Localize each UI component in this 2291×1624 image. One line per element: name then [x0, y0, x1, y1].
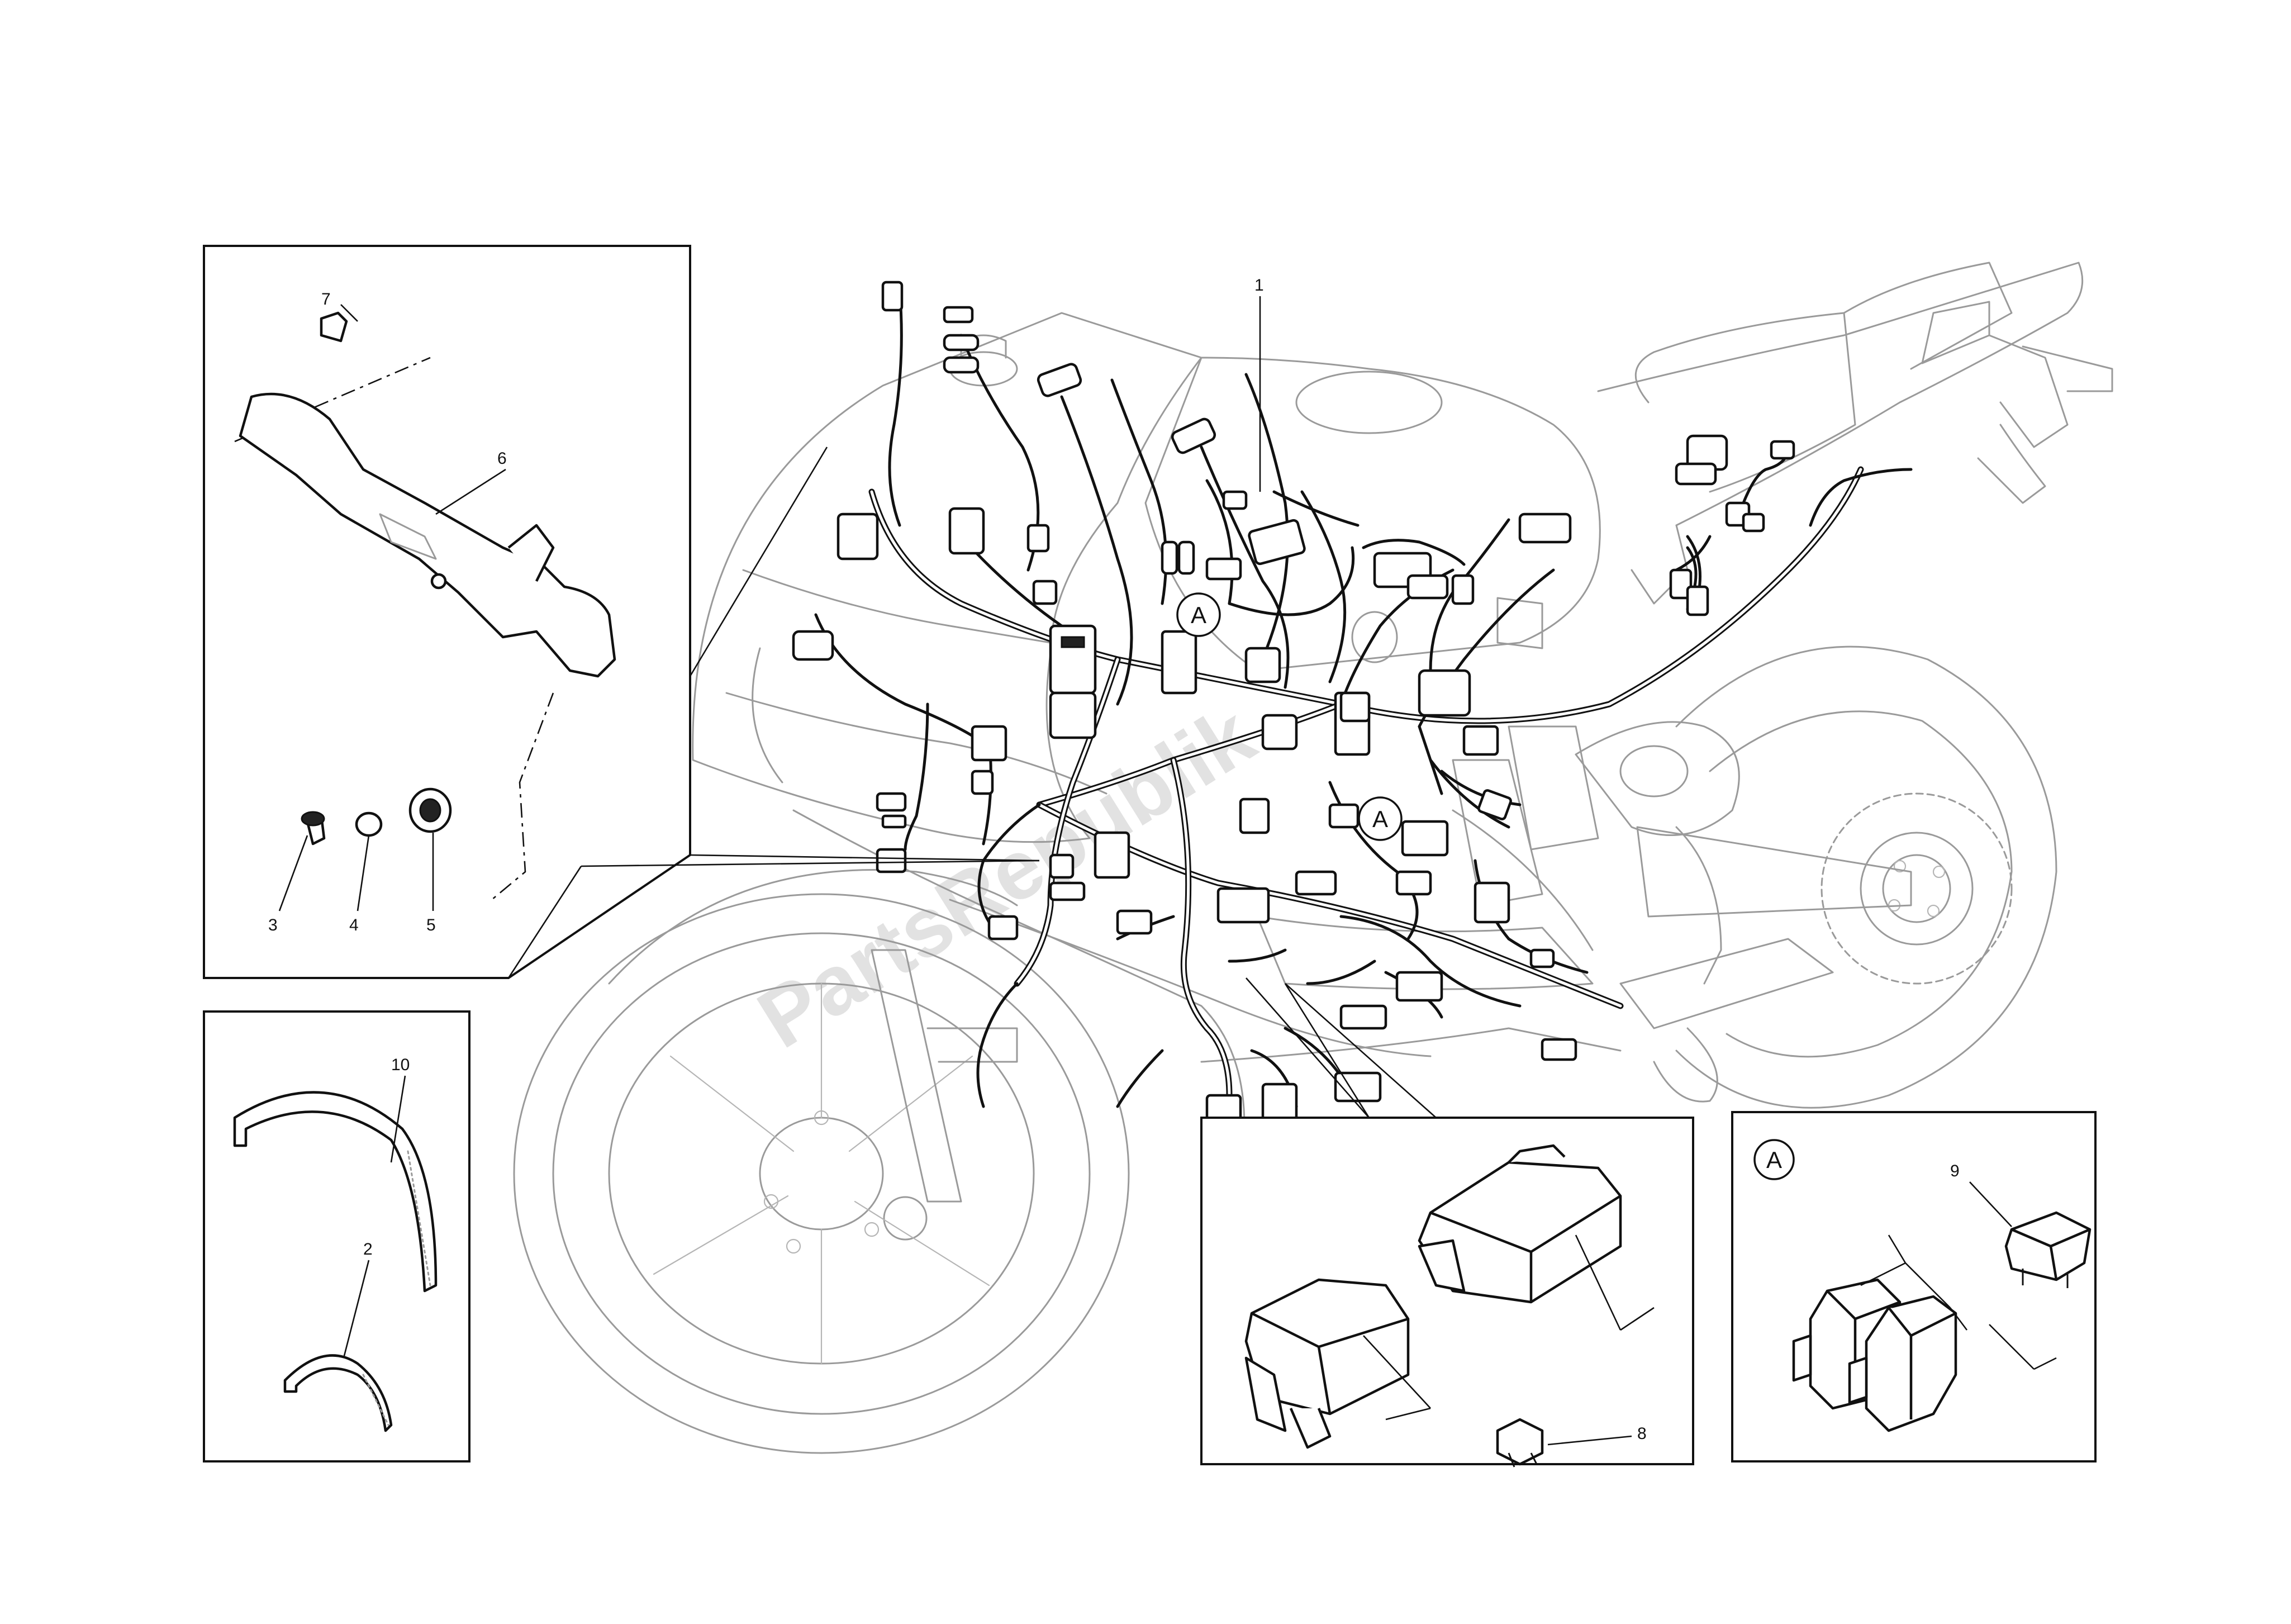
cable-tie-small — [283, 1354, 393, 1432]
washer-part — [355, 811, 383, 837]
reference-marker-a-lower: A — [1358, 796, 1403, 841]
svg-text:10: 10 — [391, 1056, 410, 1074]
svg-text:9: 9 — [1950, 1162, 1960, 1180]
cable-tie-large — [233, 1091, 438, 1293]
svg-text:2: 2 — [363, 1240, 373, 1259]
svg-text:5: 5 — [426, 916, 436, 934]
relay-reference-marker: A — [1766, 1147, 1782, 1173]
rear-wheel — [1675, 645, 2057, 1109]
front-wheel — [513, 893, 1130, 1454]
svg-text:A: A — [1191, 602, 1206, 628]
wiring-harness — [792, 281, 1913, 1142]
fuse-part — [1496, 1418, 1544, 1466]
motorcycle-outline — [513, 262, 2113, 1454]
detail-panel-cable-ties: 10 2 — [203, 1010, 470, 1462]
svg-text:8: 8 — [1637, 1424, 1647, 1443]
bracket-part — [239, 392, 616, 678]
detail-panel-control-units: 8 — [1200, 977, 1694, 1468]
clip-part — [320, 311, 348, 343]
svg-text:6: 6 — [497, 449, 507, 468]
svg-text:4: 4 — [349, 916, 359, 934]
svg-text:1: 1 — [1254, 276, 1264, 295]
tail-section — [1597, 262, 2084, 526]
swingarm — [1636, 826, 1912, 918]
callout-1: 1 — [1254, 276, 1264, 492]
fuel-tank — [1144, 357, 1601, 672]
svg-text:A: A — [1372, 806, 1388, 832]
reference-marker-a-top: A — [1176, 592, 1221, 637]
detail-panel-relays: A 9 — [1731, 1111, 2097, 1462]
svg-text:3: 3 — [268, 916, 278, 934]
svg-text:7: 7 — [321, 290, 331, 308]
detail-panel-ecu-mount: 7 6 3 4 5 — [203, 245, 1040, 979]
